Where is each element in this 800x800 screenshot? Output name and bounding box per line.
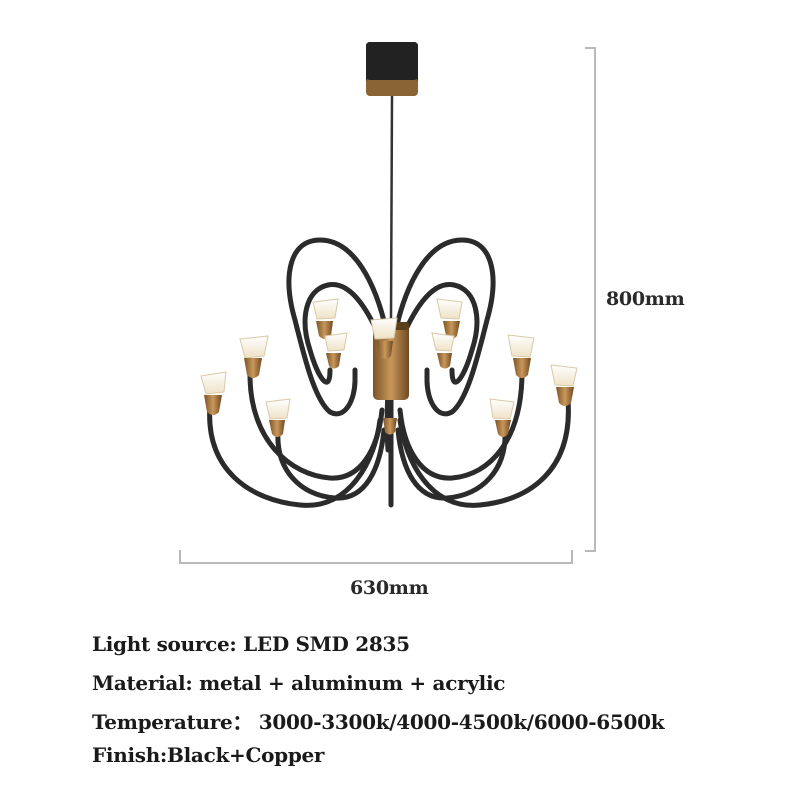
lamp-head — [324, 332, 348, 369]
height-dimension-label: 800mm — [606, 288, 685, 310]
lamp-head — [370, 317, 398, 359]
height-dimension-line — [585, 47, 596, 552]
lamp-heads — [200, 298, 578, 437]
lamp-head — [239, 335, 269, 378]
width-dimension-line — [179, 550, 573, 564]
ceiling-canopy — [366, 42, 418, 96]
lamp-head — [265, 398, 291, 437]
lamp-head — [383, 418, 397, 435]
spec-material: Material: metal + aluminum + acrylic — [92, 671, 506, 695]
width-dimension-label: 630mm — [350, 577, 429, 599]
lamp-head — [489, 398, 515, 437]
lamp-head — [312, 298, 339, 339]
lamp-head — [507, 334, 535, 378]
spec-finish: Finish:Black+Copper — [92, 743, 325, 767]
spec-light-source: Light source: LED SMD 2835 — [92, 632, 410, 656]
spec-temperature: Temperature： 3000-3300k/4000-4500k/6000-… — [92, 710, 665, 734]
lamp-head — [436, 298, 463, 339]
suspension-rod — [389, 95, 394, 321]
lamp-head — [550, 364, 578, 406]
lamp-head — [431, 332, 455, 369]
chandelier-frame — [207, 237, 571, 508]
lamp-head — [200, 371, 227, 415]
